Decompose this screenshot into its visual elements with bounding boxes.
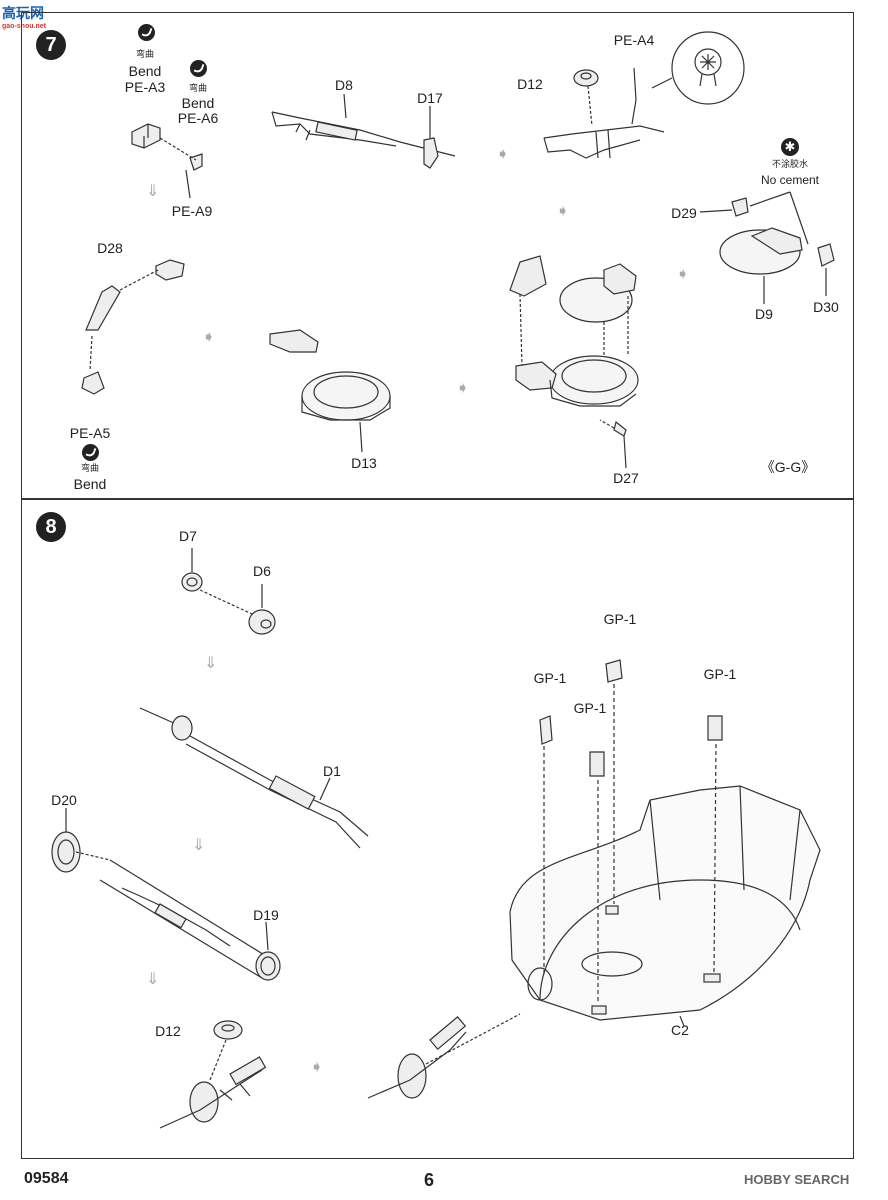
watermark-logo: 高玩网 gao-shou.net [2,3,46,30]
label-pe-a6: PE-A6 [177,110,219,126]
label-c2: C2 [671,1022,689,1038]
d19-tube [99,859,281,981]
pe-a3-part [131,123,161,149]
arrow-down-icon: ⇓ [146,183,160,200]
arrow-down-right-icon: ➧ [556,203,570,220]
assembled-gun-small [159,1056,267,1129]
label-d12-step7: D12 [517,76,543,92]
d13-ring-mount [269,329,391,421]
label-pe-a4: PE-A4 [613,32,655,48]
d9-hatch-disc [719,227,803,275]
step7-panel [21,12,854,499]
step8-number: 8 [36,512,66,542]
bend-en-pe-a5: Bend [73,476,107,492]
arrow-down-icon: ⇓ [192,837,206,854]
label-d7: D7 [179,528,197,544]
watermark-brand: 高玩网 [2,5,44,21]
c2-turret-hull [509,785,821,1021]
bend-en-pe-a3: Bend [128,63,162,79]
label-d1: D1 [323,763,341,779]
d1-barrel [139,707,369,849]
pe-a9-leader [185,169,191,199]
bend-icon-pe-a5 [82,444,99,461]
bend-icon-pe-a3 [138,24,155,41]
label-d13: D13 [351,455,377,471]
bend-cn-pe-a3: 弯曲 [135,49,155,59]
hobby-search-logo: HOBBY SEARCH [744,1172,850,1187]
section-ref-g-g: 《G-G》 [760,459,816,475]
arrow-right-icon: ➧ [310,1059,324,1076]
label-pe-a3: PE-A3 [124,79,166,95]
arrow-right-icon: ➧ [456,380,470,397]
no-cement-cn: 不涂胶水 [771,159,809,169]
label-d9: D9 [755,306,773,322]
label-d8: D8 [335,77,353,93]
assembled-gun-large [367,1013,521,1099]
pe-a6-part [159,137,203,171]
label-d30: D30 [813,299,839,315]
label-gp1-b: GP-1 [533,670,567,686]
d12-ring-step8 [213,1020,243,1040]
d27-pin [599,419,627,437]
bend-en-pe-a6: Bend [181,95,215,111]
label-d6: D6 [253,563,271,579]
pe-a5-part [81,335,105,395]
bend-cn-pe-a6: 弯曲 [188,83,208,93]
step7-number: 7 [36,30,66,60]
d17-part [423,137,439,169]
arrow-right-icon: ➧ [676,266,690,283]
label-gp1-d: GP-1 [703,666,737,682]
label-d12-step8: D12 [155,1023,181,1039]
pe-a4-detail-callout [651,31,745,105]
label-d20: D20 [51,792,77,808]
watermark-url: gao-shou.net [2,23,46,30]
no-cement-icon: ✱ [781,138,799,156]
label-d29: D29 [671,205,697,221]
label-gp1-a: GP-1 [603,611,637,627]
arrow-down-icon: ⇓ [146,971,160,988]
step8-panel [21,499,854,1159]
label-d17: D17 [417,90,443,106]
gp1-parts [539,659,723,1004]
d6-cap [248,609,276,635]
bend-cn-pe-a5: 弯曲 [80,463,100,473]
label-gp1-c: GP-1 [573,700,607,716]
label-pe-a5: PE-A5 [69,425,111,441]
d28-part [85,285,121,331]
d8-machine-gun [271,111,456,157]
arrow-right-icon: ➧ [202,329,216,346]
arrow-right-icon: ➧ [496,146,510,163]
kit-number: 09584 [24,1170,69,1187]
label-d19: D19 [253,907,279,923]
bend-icon-pe-a6 [190,60,207,77]
d13-assembled-ring [515,355,639,407]
d9-ring-assembly [509,255,637,367]
label-d27: D27 [613,470,639,486]
no-cement-en: No cement [760,173,820,187]
d7-ring [181,572,203,592]
d12-ring [573,69,599,87]
arrow-down-icon: ⇓ [204,655,218,672]
assembled-gun-step7 [543,125,665,159]
d29-part [699,197,749,217]
label-d28: D28 [97,240,123,256]
label-pe-a9: PE-A9 [171,203,213,219]
d30-part [817,243,835,296]
page-number: 6 [424,1170,435,1190]
pe-a5-small-bracket [119,259,185,291]
d20-ring [51,831,81,873]
